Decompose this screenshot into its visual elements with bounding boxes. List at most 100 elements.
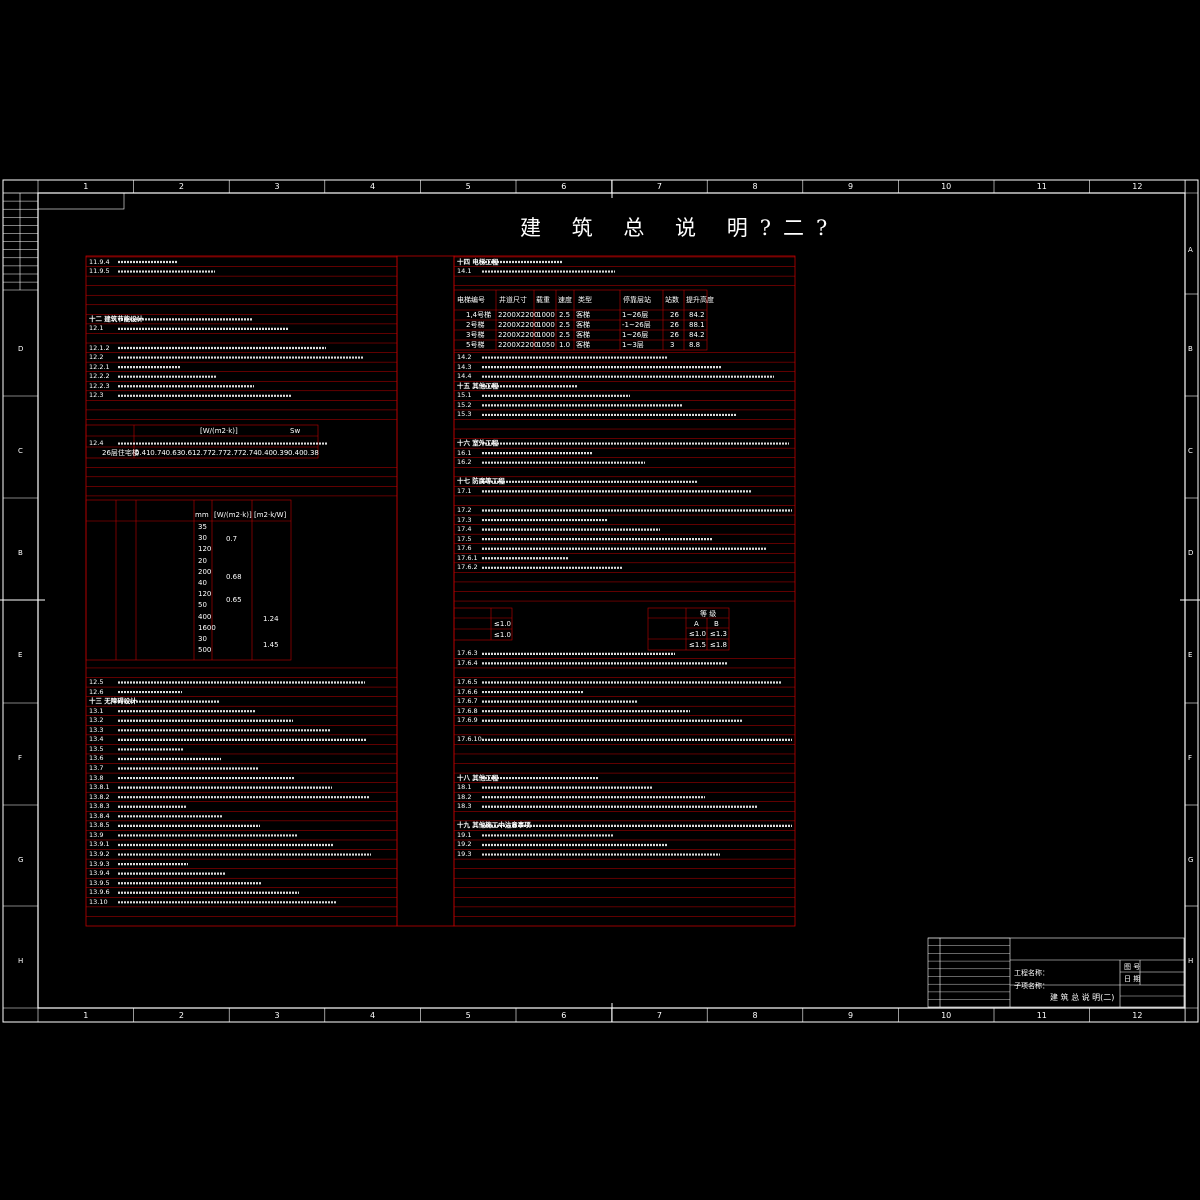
top-left-box <box>37 192 125 210</box>
grid-number: 10 <box>941 1011 952 1020</box>
right-note-line: 17.5 <box>457 534 472 543</box>
grid-number: 6 <box>561 182 567 191</box>
grid-letter-left: D <box>18 345 24 353</box>
left-note-line: 13.8 <box>89 773 104 782</box>
grid-letter-right: G <box>1188 856 1194 864</box>
elevator-cell: 1~26层 <box>622 331 649 339</box>
right-note-line: 十六 室外工程 <box>457 439 499 448</box>
right-note-line: 19.3 <box>457 850 472 859</box>
material-thickness: 120 <box>198 590 212 599</box>
window-right-value: ≤1.3 <box>710 630 727 638</box>
right-note-line: 15.1 <box>457 391 472 400</box>
elevator-cell: 2.5 <box>559 321 571 329</box>
right-note-line: 14.2 <box>457 353 472 362</box>
left-note-line: 13.9.6 <box>89 888 110 897</box>
energy-value: 0.63 <box>165 449 182 457</box>
drawing-title: 建 筑 总 说 明?二? <box>520 216 840 240</box>
material-k-value: 0.65 <box>226 596 242 604</box>
elevator-cell: 1000 <box>537 321 555 329</box>
material-k-value: 0.7 <box>226 535 238 543</box>
inner-frame <box>37 192 1186 1009</box>
right-note-line: 17.6.1 <box>457 553 478 562</box>
right-note-line: 十九 其他施工中注意事项 <box>457 821 531 830</box>
elevator-cell: 84.2 <box>689 331 705 339</box>
grid-number: 1 <box>83 182 89 191</box>
elevator-cell: 客梯 <box>576 311 590 319</box>
elevator-cell: 1.0 <box>559 341 571 349</box>
left-note-line: 12.2 <box>89 353 104 362</box>
right-note-line: 15.3 <box>457 410 472 419</box>
elevator-header-cell: 停靠层站 <box>623 296 651 304</box>
window-tables <box>453 607 730 651</box>
energy-table <box>85 424 319 459</box>
material-thickness: 30 <box>198 635 207 643</box>
grid-number: 2 <box>178 182 184 191</box>
elevator-cell: 5号梯 <box>466 341 485 349</box>
title-block <box>927 937 1185 1008</box>
right-note-line: 17.6.10 <box>457 735 482 744</box>
left-note-line: 12.1.2 <box>89 343 110 352</box>
right-note-line: 17.1 <box>457 486 472 495</box>
right-note-line: 19.2 <box>457 840 472 849</box>
grid-letter-left: B <box>18 549 23 557</box>
material-header: mm <box>195 511 209 519</box>
elevator-cell: 客梯 <box>576 341 590 349</box>
elevator-cell: 26 <box>670 331 679 339</box>
material-k-value: 0.68 <box>226 573 242 581</box>
energy-value: 2.77 <box>226 449 243 457</box>
grid-letter-left: E <box>18 651 23 659</box>
left-note-line: 12.1 <box>89 324 104 333</box>
left-note-line: 13.8.5 <box>89 821 110 830</box>
window-right-label: 等 级 <box>700 610 717 618</box>
elevator-cell: 2.5 <box>559 311 571 319</box>
grid-letter-right: C <box>1188 447 1193 455</box>
left-note-line: 12.3 <box>89 391 104 400</box>
elevator-cell: 8.8 <box>689 341 701 349</box>
window-right-header: B <box>714 620 719 628</box>
elevator-cell: 1~3层 <box>622 341 644 349</box>
right-note-line: 14.4 <box>457 372 472 381</box>
grid-letter-left: G <box>18 856 24 864</box>
elevator-cell: 2.5 <box>559 331 571 339</box>
right-note-line: 17.2 <box>457 505 472 514</box>
window-right-value: ≤1.5 <box>689 641 706 649</box>
elevator-cell: 2200X2200 <box>498 321 539 329</box>
window-right-header: A <box>694 620 699 628</box>
energy-value: 2.74 <box>242 449 258 457</box>
left-note-line: 13.9.2 <box>89 850 110 859</box>
material-header: [m2·k/W] <box>254 511 287 519</box>
grid-letter-right: D <box>1188 549 1194 557</box>
material-k-value: 1.24 <box>263 615 279 623</box>
right-notes-panel <box>453 255 796 927</box>
grid-number: 9 <box>848 1011 854 1020</box>
energy-value: 0.39 <box>272 449 289 457</box>
right-note-line: 16.2 <box>457 458 472 467</box>
material-header: [W/(m2·k)] <box>214 511 252 519</box>
right-note-line: 17.6.9 <box>457 716 478 725</box>
grid-letter-right: F <box>1188 754 1193 762</box>
grid-number: 12 <box>1132 1011 1143 1020</box>
elevator-header-cell: 井道尺寸 <box>499 296 527 304</box>
grid-number: 12 <box>1132 182 1143 191</box>
energy-row-label: 26层住宅楼 <box>102 449 139 457</box>
energy-value: 0.41 <box>135 449 151 457</box>
left-note-line: 13.8.2 <box>89 792 110 801</box>
grid-number: 7 <box>656 1011 662 1020</box>
right-note-line: 17.6.8 <box>457 706 478 715</box>
energy-value: 2.77 <box>196 449 212 457</box>
grid-number: 11 <box>1036 1011 1047 1020</box>
left-note-line: 12.2.2 <box>89 372 110 381</box>
elevator-cell: 26 <box>670 311 679 319</box>
right-note-line: 18.3 <box>457 802 472 811</box>
right-note-line: 18.1 <box>457 783 472 792</box>
right-note-line: 17.6.2 <box>457 563 478 572</box>
elevator-header-cell: 速度 <box>558 296 572 304</box>
window-right-value: ≤1.0 <box>689 630 706 638</box>
left-note-line: 13.5 <box>89 744 104 753</box>
right-note-line: 17.6.7 <box>457 697 478 706</box>
grid-number: 5 <box>465 1011 471 1020</box>
left-note-line: 12.2.1 <box>89 362 110 371</box>
grid-letter-right: H <box>1188 957 1194 965</box>
elevator-cell: 2200X2200 <box>498 311 539 319</box>
